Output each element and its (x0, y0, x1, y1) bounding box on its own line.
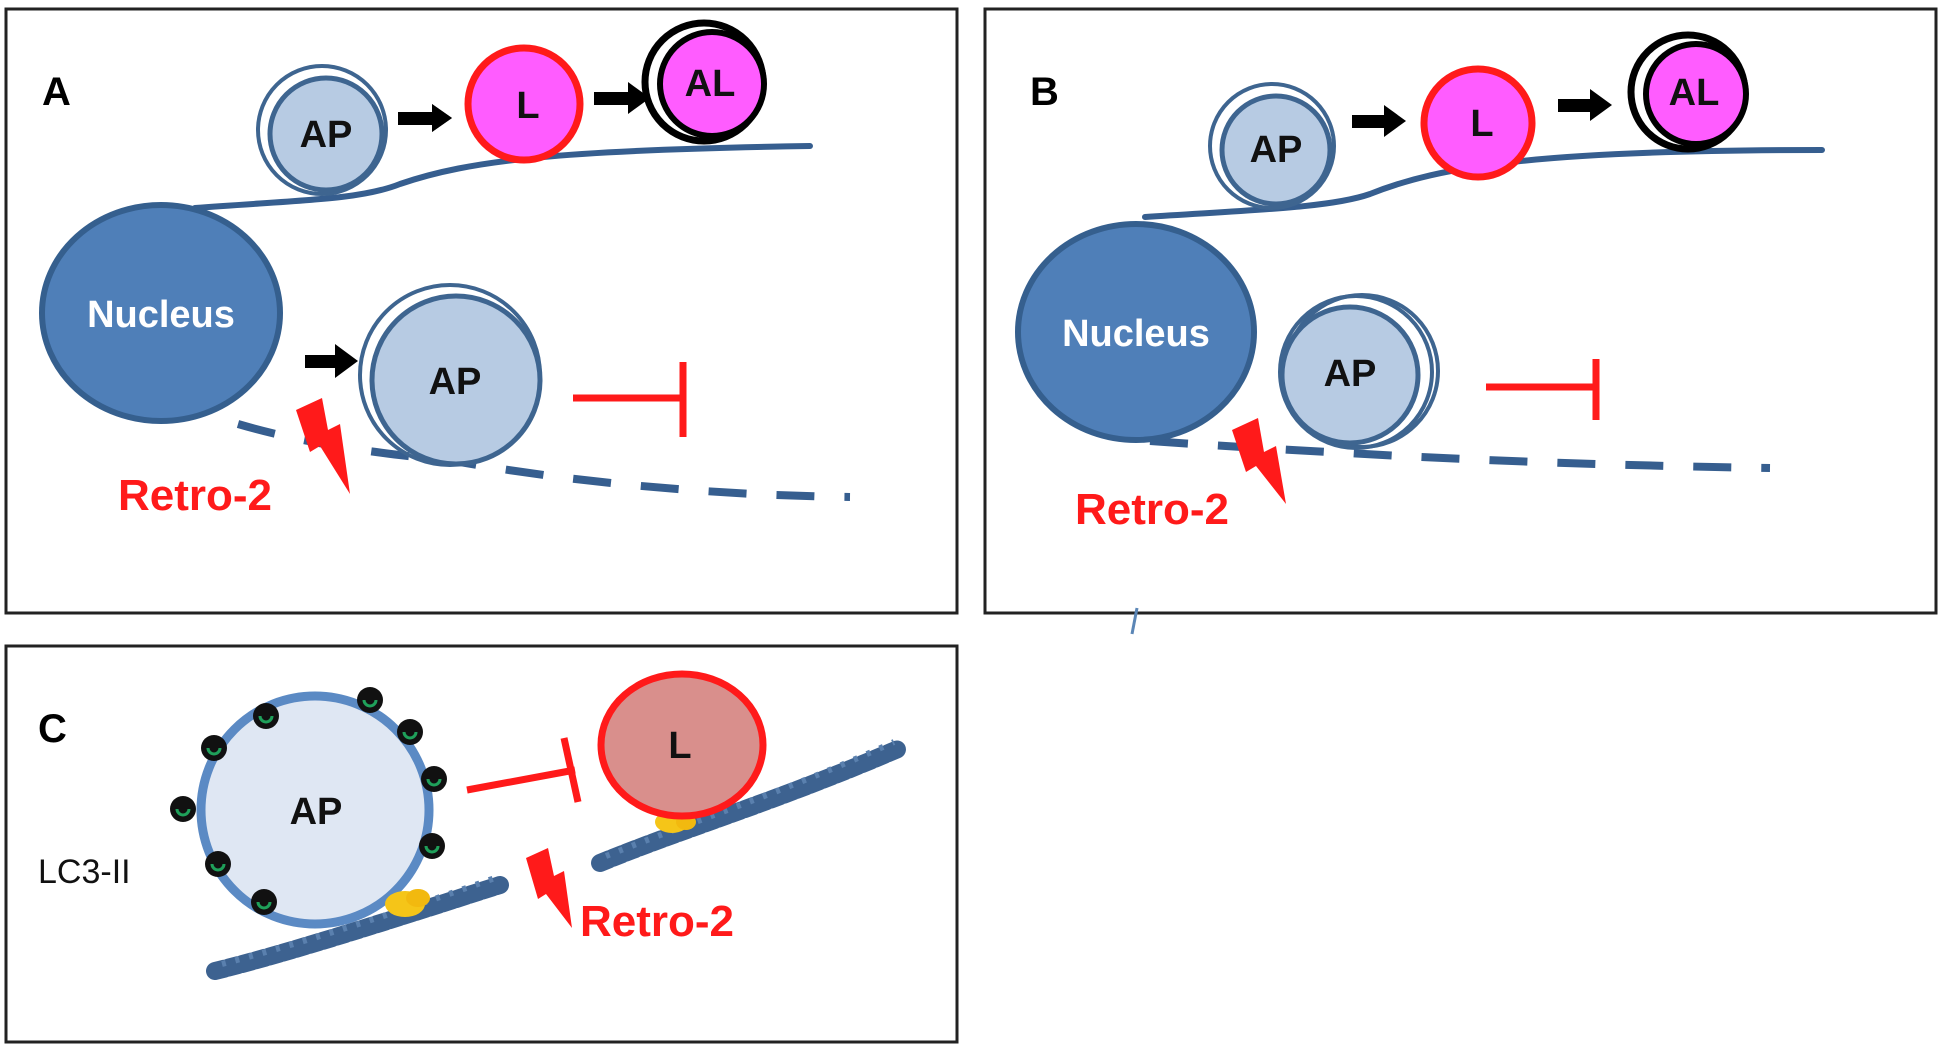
panel-a-lysosome (464, 44, 584, 164)
panel-a-arrow-2 (628, 82, 650, 114)
panel-a-letter: A (42, 70, 71, 114)
panel-a-autolysosome (657, 29, 767, 139)
panel-a-arrow-3-shaft (305, 355, 337, 368)
panel-b-letter: B (1030, 70, 1059, 114)
panel-a-drug-label: Retro-2 (118, 471, 272, 520)
panel-b-autolysosome (1643, 41, 1749, 147)
lc3-icon (397, 719, 423, 745)
panel-b-ap-top-label: AP (1250, 129, 1303, 171)
panel-c-autophagosome-label: AP (290, 791, 343, 833)
panel-b: B Nucleus AP L AL AP Retro-2 (983, 7, 1938, 635)
panel-a-arrow-1-shaft (398, 112, 434, 125)
panel-b-ap-top-membrane (1208, 82, 1336, 210)
panel-a-autolysosome-label: AL (685, 63, 736, 105)
panel-b-lysosome-label: L (1470, 103, 1493, 145)
panel-c-microtubule-right (591, 739, 907, 872)
panel-b-arrow-2-shaft (1558, 99, 1592, 112)
panel-b-autolysosome-label: AL (1669, 72, 1720, 114)
panel-c-lc3-markers (170, 687, 447, 915)
panel-c-lysosome-label: L (668, 725, 691, 767)
panel-a-nucleus (39, 202, 283, 424)
lc3-icon (253, 703, 279, 729)
panel-c-microtubule-left (206, 875, 509, 980)
panel-a-lightning-icon (296, 398, 350, 494)
panel-a-ap-top-membrane (256, 64, 388, 196)
lc3-icon (357, 687, 383, 713)
panel-c-letter: C (38, 707, 67, 751)
panel-c-autophagosome (196, 691, 434, 929)
panel-b-stray-mark (1130, 607, 1139, 635)
panel-b-nucleus (1015, 221, 1257, 443)
panel-c-inhibitor-line (466, 766, 576, 794)
panel-c-drug-label: Retro-2 (580, 897, 734, 946)
panel-a-microtubule-upper (192, 143, 813, 211)
panel-b-ap-top (1219, 93, 1333, 207)
panel-b-lysosome (1420, 65, 1536, 181)
panel-b-lightning-icon (1232, 418, 1286, 504)
panel-c-frame (4, 644, 959, 1044)
panel-a-ap-top-label: AP (300, 114, 353, 156)
panel-a-nucleus-label: Nucleus (87, 294, 235, 336)
panel-b-microtubule-upper (1142, 147, 1825, 220)
panel-b-ap-bottom-label: AP (1324, 353, 1377, 395)
panel-c-lightning-icon (526, 848, 572, 928)
panel-b-arrow-1-shaft (1352, 115, 1386, 128)
lc3-icon (419, 833, 445, 859)
panel-a-ap-bottom (369, 293, 543, 467)
panel-a-arrow-2-shaft (594, 92, 630, 105)
lc3-icon (170, 796, 196, 822)
panel-b-arrow-1 (1384, 105, 1406, 137)
panel-a-arrow-3 (335, 344, 358, 378)
panel-a: A Nucleus AP L AL AP (4, 7, 959, 615)
lc3-icon (421, 766, 447, 792)
lc3-icon (201, 735, 227, 761)
panel-c-marker-label: LC3-II (38, 853, 131, 891)
panel-a-ap-top (267, 75, 385, 193)
panel-c-lysosome (597, 670, 767, 820)
panel-b-ap-bottom (1279, 304, 1421, 446)
lc3-icon (251, 889, 277, 915)
panel-b-drug-label: Retro-2 (1075, 485, 1229, 534)
panel-b-arrow-2 (1590, 89, 1612, 121)
panel-c-inhibitor-bar (560, 737, 582, 803)
panel-a-arrow-1-head (432, 104, 452, 132)
panel-b-nucleus-label: Nucleus (1062, 313, 1210, 355)
panel-a-lysosome-label: L (516, 85, 539, 127)
lc3-icon (205, 851, 231, 877)
panel-a-ap-bottom-label: AP (429, 361, 482, 403)
panel-c: C AP LC3-II (4, 644, 959, 1044)
